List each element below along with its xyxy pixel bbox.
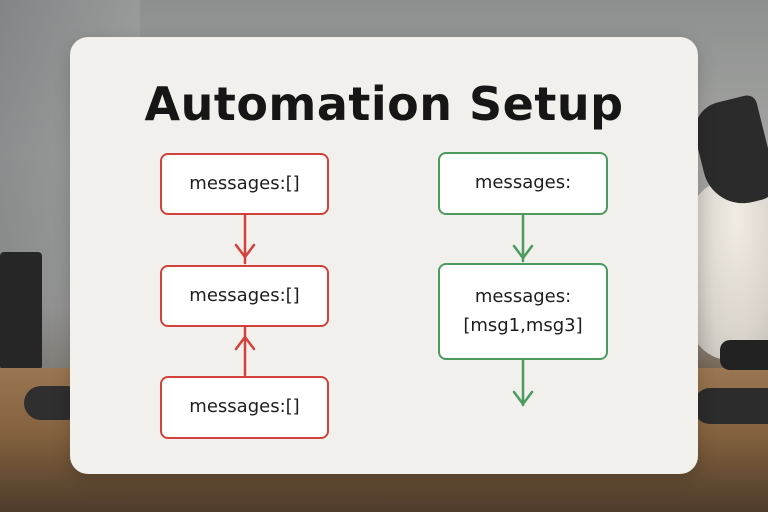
background-speaker	[0, 252, 42, 370]
left-arrow-down	[234, 213, 256, 265]
left-node-1-label: messages:[]	[189, 172, 300, 194]
diagram-title: Automation Setup	[144, 77, 624, 131]
right-arrow-1-head	[512, 244, 534, 261]
left-arrow-down-head	[234, 243, 256, 260]
right-node-2-label-line1: messages:	[474, 285, 572, 307]
left-node-3-label: messages:[]	[189, 396, 300, 418]
right-node-2: messages: [msg1,msg3]	[438, 263, 608, 360]
background-lamp-base	[720, 340, 768, 370]
left-node-2-label: messages:[]	[189, 284, 300, 306]
diagram-card: Automation Setup messages:[] messages:[]…	[70, 37, 698, 474]
left-node-3: messages:[]	[160, 376, 329, 439]
left-node-1: messages:[]	[160, 153, 329, 215]
left-arrow-up-head	[234, 334, 256, 351]
background-lamp-shade	[690, 180, 768, 360]
left-arrow-up	[234, 325, 256, 377]
right-arrow-down-2	[512, 358, 534, 407]
right-arrow-down-1	[512, 213, 534, 263]
right-arrow-2-head	[512, 390, 534, 407]
background-object	[694, 388, 768, 424]
left-node-2: messages:[]	[160, 265, 329, 327]
right-node-1: messages:	[438, 152, 608, 215]
right-node-1-label: messages:	[474, 172, 572, 194]
flow-connectors	[234, 213, 534, 407]
right-node-2-label-line2: [msg1,msg3]	[463, 314, 583, 336]
